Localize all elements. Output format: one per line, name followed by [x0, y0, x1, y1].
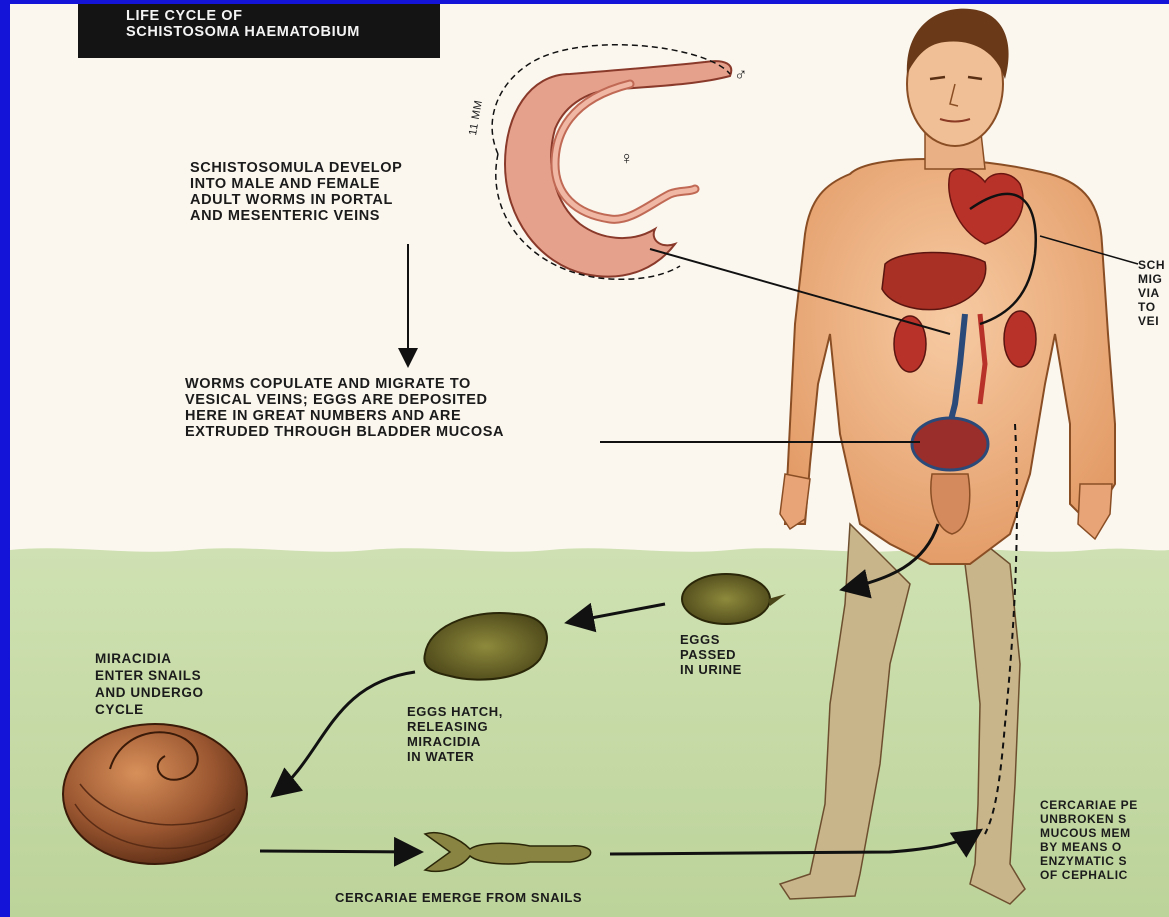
label-eggs-hatch: EGGS HATCH, RELEASING MIRACIDIA IN WATER [407, 704, 503, 764]
female-symbol: ♀ [620, 150, 634, 166]
label-schistosomula: SCHISTOSOMULA DEVELOP INTO MALE AND FEMA… [190, 160, 402, 224]
diagram-frame: LIFE CYCLE OF SCHISTOSOMA HAEMATOBIUM ♂ … [10, 4, 1169, 917]
label-eggs-passed: EGGS PASSED IN URINE [680, 632, 742, 677]
title-box: LIFE CYCLE OF SCHISTOSOMA HAEMATOBIUM [78, 4, 440, 58]
male-symbol: ♂ [734, 66, 748, 82]
label-cercariae-emerge: CERCARIAE EMERGE FROM SNAILS [335, 890, 582, 906]
diagram-title: LIFE CYCLE OF SCHISTOSOMA HAEMATOBIUM [126, 8, 360, 40]
snail [63, 724, 247, 864]
label-cercariae-penetrate-partial: CERCARIAE PE UNBROKEN S MUCOUS MEM BY ME… [1040, 798, 1138, 882]
adult-worms [492, 45, 731, 280]
egg-in-urine [682, 574, 770, 624]
label-miracidia: MIRACIDIA ENTER SNAILS AND UNDERGO CYCLE [95, 650, 204, 718]
label-worms-copulate: WORMS COPULATE AND MIGRATE TO VESICAL VE… [185, 376, 504, 440]
label-migrate-partial: SCH MIG VIA TO VEI [1138, 258, 1165, 328]
illustration [10, 4, 1169, 917]
